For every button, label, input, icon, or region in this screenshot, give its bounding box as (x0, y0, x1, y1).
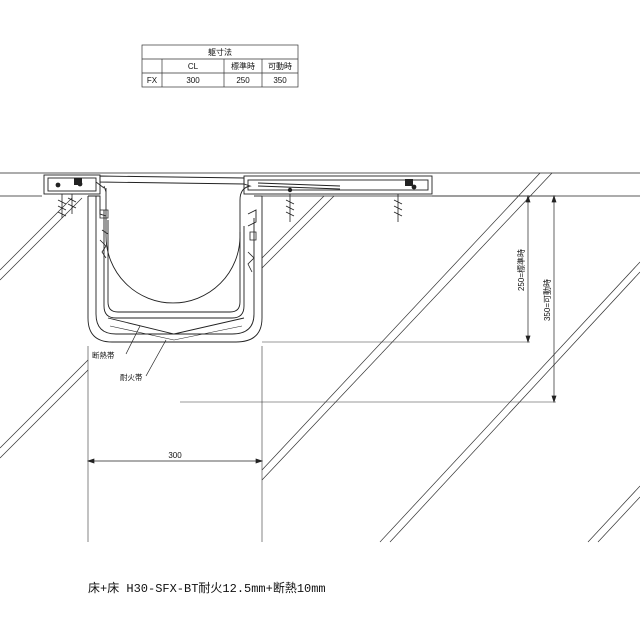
dimension-width (86, 458, 264, 464)
dimension-movable (551, 194, 557, 404)
table-cell-movable: 350 (273, 76, 287, 85)
table-title: 躯寸法 (208, 47, 232, 57)
inner-bowl (105, 183, 252, 304)
dimension-standard-label: 250=標準時 (516, 249, 526, 291)
extension-lines (87, 195, 556, 542)
side-clips (99, 209, 257, 273)
dimension-movable-label: 350=可動時 (543, 279, 552, 321)
label-leaders (125, 325, 167, 377)
drawing-caption: 床+床 H30-SFX-BT耐火12.5mm+断熱10mm (88, 580, 326, 596)
table-header-standard: 標準時 (231, 61, 255, 71)
table-cell-standard: 250 (236, 76, 250, 85)
label-insulation: 断熱帯 (92, 350, 115, 360)
table-cell-cl: 300 (186, 76, 200, 85)
anchors (57, 194, 403, 222)
dimension-width-label: 300 (168, 451, 182, 460)
insulation-belt (109, 325, 243, 341)
fireproof-belt (107, 317, 245, 335)
table-row-label: FX (147, 76, 158, 85)
cover-plate (43, 174, 433, 195)
table-header-cl: CL (188, 62, 199, 71)
hatch-right (261, 172, 640, 543)
bowl-rim (95, 181, 107, 193)
label-fireproof: 耐火帯 (120, 372, 143, 382)
hatch-left (0, 197, 89, 459)
table-header-movable: 可動時 (268, 62, 292, 71)
dimension-table (141, 44, 299, 88)
frame-bolts (55, 178, 417, 193)
dimension-standard (525, 194, 531, 344)
